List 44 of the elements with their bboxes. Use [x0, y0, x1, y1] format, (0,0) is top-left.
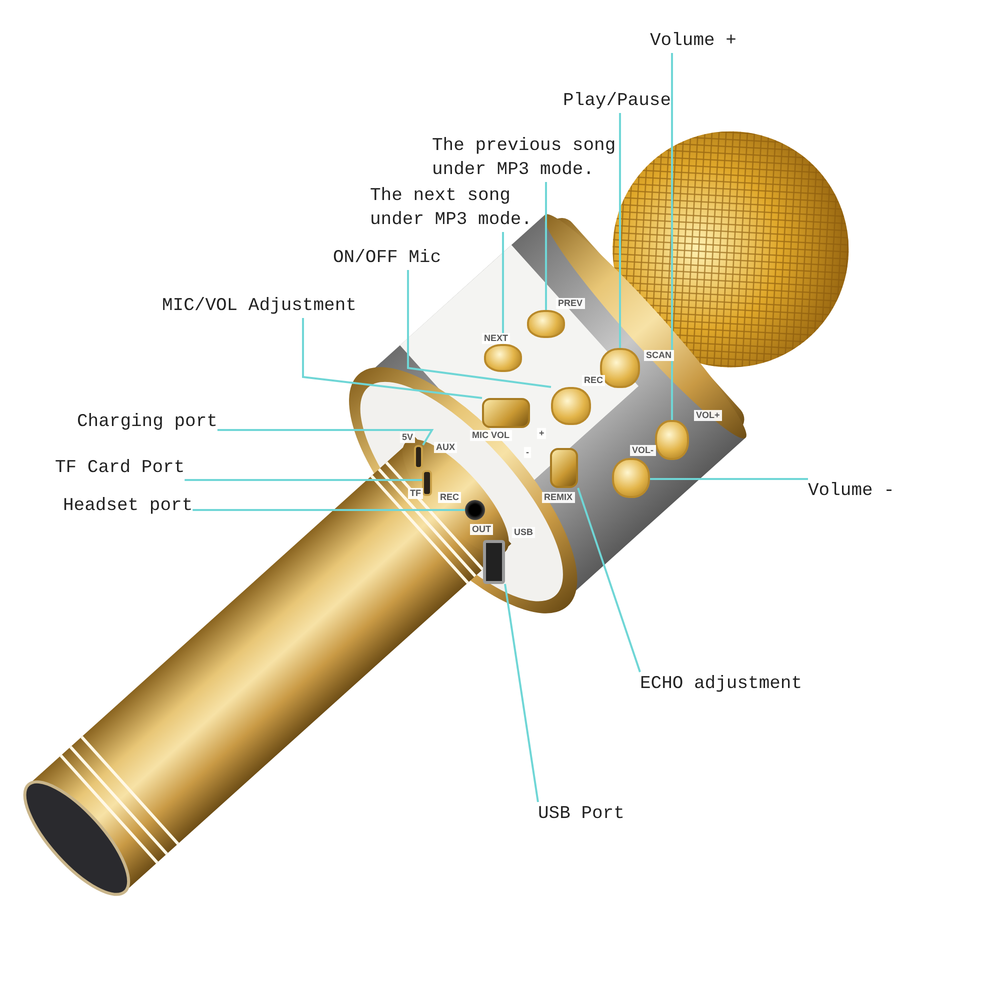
printed-label: REC — [438, 492, 462, 503]
leader-line — [619, 113, 621, 348]
part-label: TF — [408, 488, 423, 499]
callout-text: Play/Pause — [563, 89, 672, 113]
callout-text: Headset port — [63, 494, 193, 518]
leader-line — [577, 488, 641, 672]
port-slot — [422, 470, 432, 496]
port-slot — [414, 445, 423, 469]
part-label: NEXT — [482, 333, 510, 344]
callout-text: Charging port — [77, 410, 218, 434]
slider-switch — [550, 448, 578, 488]
leader-line — [650, 478, 808, 480]
part-label: 5V — [400, 432, 416, 443]
leader-line — [192, 509, 465, 511]
callout-text: ECHO adjustment — [640, 672, 802, 696]
callout-text: MIC/VOL Adjustment — [162, 294, 356, 318]
part-label: REC — [582, 375, 606, 386]
leader-line — [407, 270, 552, 388]
printed-label: AUX — [434, 442, 458, 453]
leader-line — [671, 53, 673, 420]
part-label: OUT — [470, 524, 493, 535]
leader-line — [504, 584, 539, 802]
slider-switch — [482, 398, 530, 428]
leader-line — [184, 479, 422, 481]
callout-text: USB Port — [538, 802, 624, 826]
part-label: VOL- — [630, 445, 656, 456]
usb-socket — [483, 540, 505, 584]
printed-label: - — [524, 447, 531, 458]
callout-text: TF Card Port — [55, 456, 185, 480]
leader-line — [545, 182, 547, 310]
leader-line — [302, 318, 482, 399]
leader-line — [217, 429, 434, 446]
part-label: SCAN — [644, 350, 674, 361]
callout-text: Volume - — [808, 479, 894, 503]
callout-text: The previous song under MP3 mode. — [432, 134, 622, 182]
part-label: USB — [512, 527, 536, 538]
callout-text: Volume + — [650, 29, 736, 53]
part-label: MIC VOL — [470, 430, 512, 441]
callout-text: ON/OFF Mic — [333, 246, 442, 270]
part-label: PREV — [556, 298, 585, 309]
printed-label: + — [537, 428, 546, 439]
callout-text: The next song under MP3 mode. — [370, 184, 542, 232]
part-label: REMIX — [542, 492, 575, 503]
part-label: VOL+ — [694, 410, 722, 421]
